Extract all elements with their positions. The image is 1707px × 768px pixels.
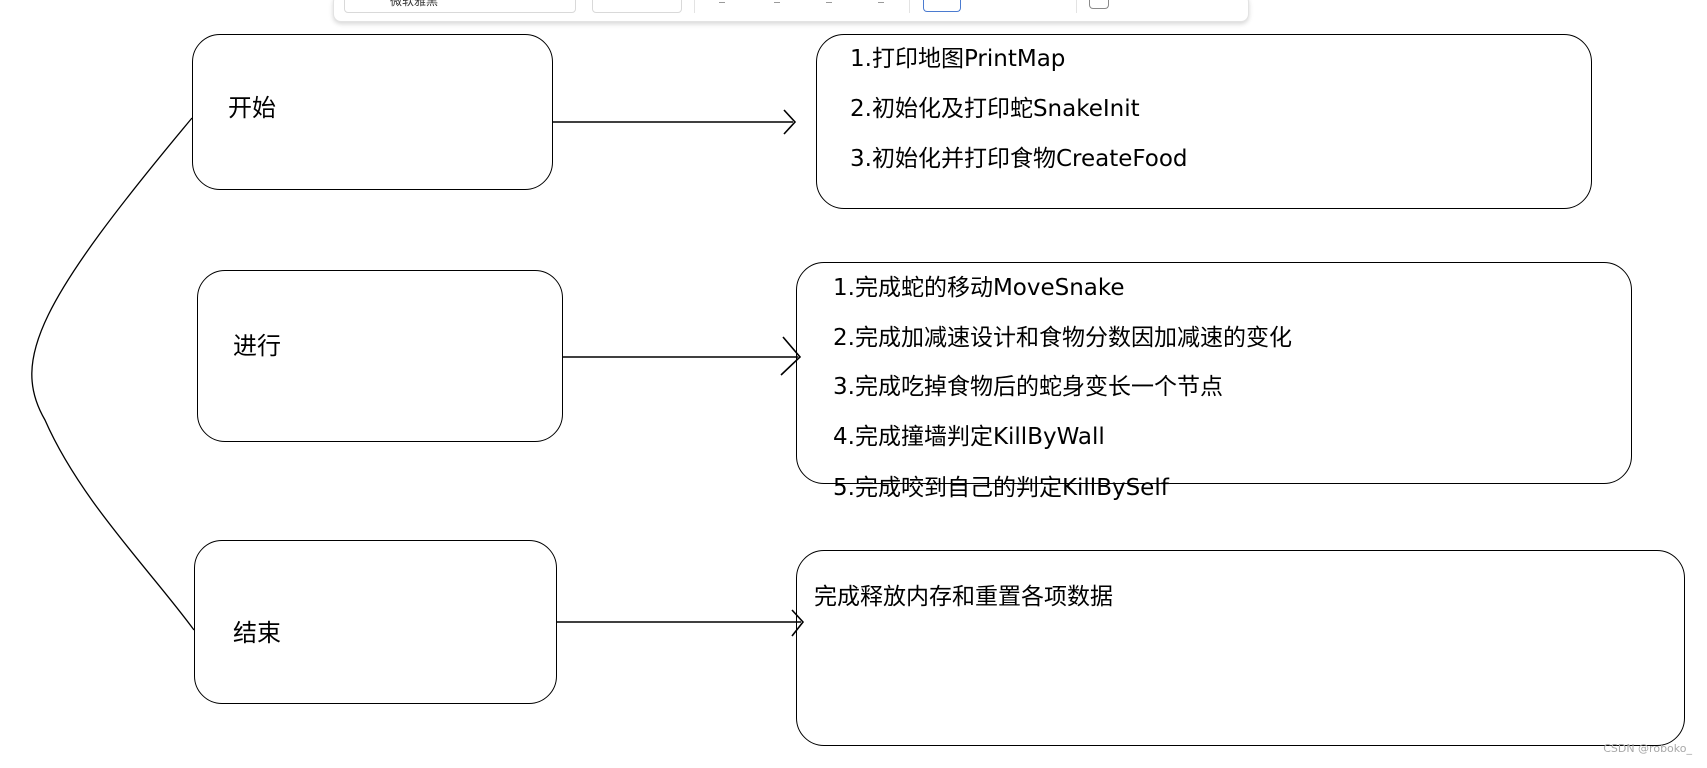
detail-box-start[interactable] xyxy=(816,34,1592,209)
node-start[interactable] xyxy=(192,34,553,190)
font-size-select[interactable] xyxy=(592,0,682,13)
underline-icon[interactable] xyxy=(826,0,832,3)
toolbar-separator xyxy=(1076,0,1077,13)
checkbox-icon[interactable] xyxy=(1089,0,1109,9)
node-end-label: 结束 xyxy=(233,619,281,647)
node-running-label: 进行 xyxy=(233,332,281,360)
arrow-end-head-icon xyxy=(791,609,805,637)
detail-end-line-1: 完成释放内存和重置各项数据 xyxy=(814,584,1113,610)
alignment-button-active[interactable] xyxy=(923,0,961,12)
node-running[interactable] xyxy=(197,270,563,442)
detail-running-line-4: 4.完成撞墙判定KillByWall xyxy=(833,424,1105,450)
watermark: CSDN @roboko_ xyxy=(1603,742,1692,755)
detail-box-end[interactable] xyxy=(796,550,1685,746)
detail-start-line-3: 3.初始化并打印食物CreateFood xyxy=(850,146,1188,172)
node-start-label: 开始 xyxy=(228,94,276,122)
toolbar-separator xyxy=(694,0,695,13)
detail-start-line-1: 1.打印地图PrintMap xyxy=(850,46,1066,72)
detail-start-line-2: 2.初始化及打印蛇SnakeInit xyxy=(850,96,1140,122)
editor-toolbar: 微软雅黑 xyxy=(333,0,1249,22)
detail-running-line-5: 5.完成咬到自己的判定KillBySelf xyxy=(833,475,1169,501)
bold-icon[interactable] xyxy=(719,0,725,3)
detail-running-line-2: 2.完成加减速设计和食物分数因加减速的变化 xyxy=(833,325,1292,351)
italic-icon[interactable] xyxy=(774,0,780,3)
left-brace-connector xyxy=(31,117,195,631)
arrow-start-head-icon xyxy=(783,109,797,135)
font-family-value: 微软雅黑 xyxy=(390,0,439,8)
detail-box-running[interactable] xyxy=(796,262,1632,484)
toolbar-separator xyxy=(909,0,910,13)
arrow-running-head-icon xyxy=(780,336,802,376)
strikethrough-icon[interactable] xyxy=(878,0,884,3)
node-end[interactable] xyxy=(194,540,557,704)
detail-running-line-3: 3.完成吃掉食物后的蛇身变长一个节点 xyxy=(833,374,1223,400)
font-family-select[interactable]: 微软雅黑 xyxy=(344,0,576,13)
detail-running-line-1: 1.完成蛇的移动MoveSnake xyxy=(833,275,1125,301)
